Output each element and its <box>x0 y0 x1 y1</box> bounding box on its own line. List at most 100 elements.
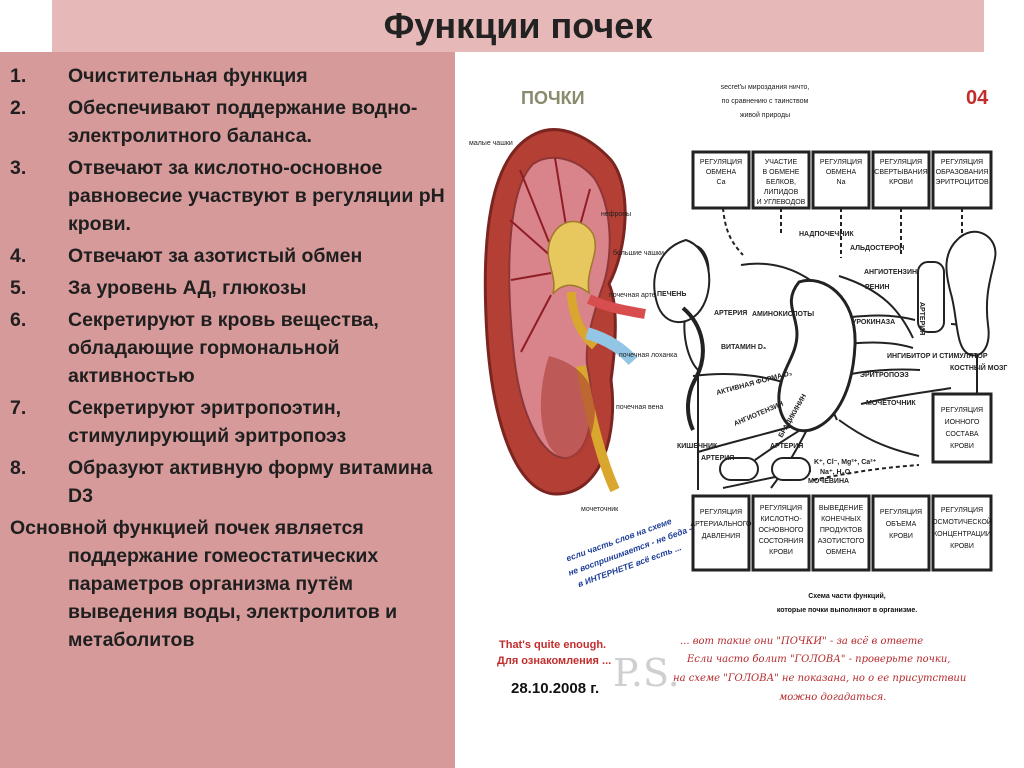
kidney-label: почечная вена <box>616 404 663 411</box>
box-line: ОБМЕНА <box>826 549 857 556</box>
scheme-label: МОЧЕВИНА <box>808 478 849 485</box>
function-text: Отвечают за азотистый обмен <box>68 245 363 267</box>
box-frame <box>931 392 993 464</box>
box-line: СОСТОЯНИЯ <box>759 538 804 545</box>
scheme-label: КОСТНЫЙ МОЗГ <box>950 363 1007 372</box>
box-line: Na <box>837 179 846 186</box>
kidney-label: большие чашки <box>613 249 664 257</box>
kidney-function-diagram: ПОЧКИ 04 secret'ы мироздания ничто, по с… <box>469 84 1007 703</box>
function-number: 4. <box>10 245 27 267</box>
blue-note-rotated: если часть слов на схеме не воспринимает… <box>565 516 694 589</box>
scheme-label: K⁺, Cl⁻, Mg²⁺, Ca²⁺ <box>814 459 877 466</box>
function-number: 2. <box>10 97 27 119</box>
box-frame <box>691 150 751 210</box>
box-frame <box>931 494 993 572</box>
box-line: ЭРИТРОЦИТОВ <box>935 179 989 186</box>
function-item: 1. Очистительная функция <box>10 62 445 90</box>
scheme-label: ЭРИТРОПОЭЗ <box>860 372 909 379</box>
scheme-label: АРТЕРИЯ <box>714 310 747 317</box>
scheme-label: АМИНОКИСЛОТЫ <box>752 311 814 318</box>
box-line: И УГЛЕВОДОВ <box>757 199 806 206</box>
box-line: РЕГУЛЯЦИЯ <box>880 509 922 516</box>
box-line: АРТЕРИАЛЬНОГО <box>690 521 752 528</box>
box-line: ОБМЕНА <box>706 169 737 176</box>
function-number: 6. <box>10 309 27 331</box>
function-number: 8. <box>10 457 27 479</box>
box-line: КРОВИ <box>769 549 793 556</box>
enough-note: Для ознакомления ... <box>497 655 611 667</box>
function-text: Секретируют в кровь вещества, обладающие… <box>68 309 379 387</box>
function-text: Обеспечивают поддержание водно-электроли… <box>68 97 418 147</box>
box-line: ПРОДУКТОВ <box>820 527 863 534</box>
diagram-date: 28.10.2008 г. <box>511 680 599 697</box>
box-line: ОСНОВНОГО <box>758 527 804 534</box>
function-item: 3. Отвечают за кислотно-основное равновес… <box>10 154 445 238</box>
box-line: РЕГУЛЯЦИЯ <box>880 159 922 166</box>
function-item: 5.За уровень АД, глюкозы <box>10 274 445 302</box>
box-line: КОНЕЧНЫХ <box>821 516 861 523</box>
diagram-panel: ПОЧКИ 04 secret'ы мироздания ничто, по с… <box>455 52 1024 768</box>
page-number: 04 <box>966 87 989 109</box>
artery-vessel-icon <box>917 261 945 333</box>
box-line: ЛИПИДОВ <box>764 189 799 196</box>
function-number: 3. <box>10 157 27 179</box>
box-line: УЧАСТИЕ <box>765 159 798 166</box>
function-item: 7. Секретируют эритропоэтин, стимулирующи… <box>10 394 445 450</box>
function-number: 7. <box>10 397 27 419</box>
function-item: 6. Секретируют в кровь вещества, обладающ… <box>10 306 445 390</box>
box-line: ДАВЛЕНИЯ <box>702 533 740 540</box>
function-text: Секретируют эритропоэтин, стимулирующий … <box>68 397 347 447</box>
scheme-label: КИШЕЧНИК <box>677 443 718 450</box>
tagline-line: по сравнению с таинством <box>722 98 809 105</box>
box-line: ОБМЕНА <box>826 169 857 176</box>
box-line: БЕЛКОВ, <box>766 179 796 186</box>
diagram-caption: которые почки выполняют в организме. <box>777 607 917 614</box>
box-line: РЕГУЛЯЦИЯ <box>941 507 983 514</box>
box-line: СВЕРТЫВАНИЯ <box>874 169 927 176</box>
function-item: 4. Отвечают за азотистый обмен <box>10 242 445 270</box>
box-line: Ca <box>717 179 726 186</box>
diagram-caption: Схема части функций, <box>808 592 886 600</box>
scheme-label: АРТЕРИЯ <box>918 302 925 335</box>
box-line: АЗОТИСТОГО <box>818 538 865 545</box>
box-line: ВЫВЕДЕНИЕ <box>819 505 864 512</box>
artery-vessel-icon <box>719 457 759 481</box>
postscript-mark: P.S. <box>613 651 680 695</box>
scheme-label: Na⁺, H₂O <box>820 469 851 476</box>
scheme-label: АНГИОТЕНЗИН <box>864 269 917 276</box>
box-line: КИСЛОТНО- <box>760 516 802 523</box>
box-line: ОБРАЗОВАНИЯ <box>936 169 989 176</box>
scheme-label: ВИТАМИН D₃ <box>721 344 766 351</box>
scheme-label: ИНГИБИТОР И СТИМУЛЯТОР <box>887 353 988 360</box>
left-text-panel: 1. Очистительная функция 2. Обеспечивают п… <box>0 52 455 768</box>
function-text: За уровень АД, глюкозы <box>68 277 307 299</box>
function-item: 8. Образуют активную форму витамина D3 <box>10 454 445 510</box>
box-frame <box>811 494 871 572</box>
scheme-label: УРОКИНАЗА <box>852 319 895 326</box>
box-line: РЕГУЛЯЦИЯ <box>820 159 862 166</box>
tagline-line: живой природы <box>740 111 790 119</box>
scheme-label: РЕНИН <box>865 284 889 291</box>
box-line: В ОБМЕНЕ <box>763 169 800 176</box>
function-number: 1. <box>10 65 27 87</box>
function-text: Образуют активную форму витамина D3 <box>68 457 433 507</box>
kidney-label: почечная лоханка <box>619 352 677 359</box>
functions-list: 1. Очистительная функция 2. Обеспечивают п… <box>10 62 445 654</box>
scheme-label: ПЕЧЕНЬ <box>657 291 686 298</box>
box-line: РЕГУЛЯЦИЯ <box>700 159 742 166</box>
scheme-label: НАДПОЧЕЧНИК <box>799 231 854 238</box>
bone-marrow-icon <box>945 230 997 357</box>
function-text: Очистительная функция <box>68 65 308 87</box>
kidney-label: мочеточник <box>581 506 619 513</box>
enough-note: That's quite enough. <box>499 639 606 651</box>
box-line: ОСМОТИЧЕСКОЙ <box>932 517 992 526</box>
tagline-line: secret'ы мироздания ничто, <box>721 84 810 91</box>
box-frame <box>871 494 931 572</box>
scheme-label: АРТЕРИЯ <box>770 443 803 450</box>
box-line: СОСТАВА <box>946 431 979 438</box>
function-item: 2. Обеспечивают поддержание водно-электро… <box>10 94 445 150</box>
function-text: Отвечают за кислотно-основное равновесие… <box>68 157 445 235</box>
box-line: КРОВИ <box>889 179 913 186</box>
box-line: РЕГУЛЯЦИЯ <box>760 505 802 512</box>
scheme-label: АРТЕРИЯ <box>701 455 734 462</box>
